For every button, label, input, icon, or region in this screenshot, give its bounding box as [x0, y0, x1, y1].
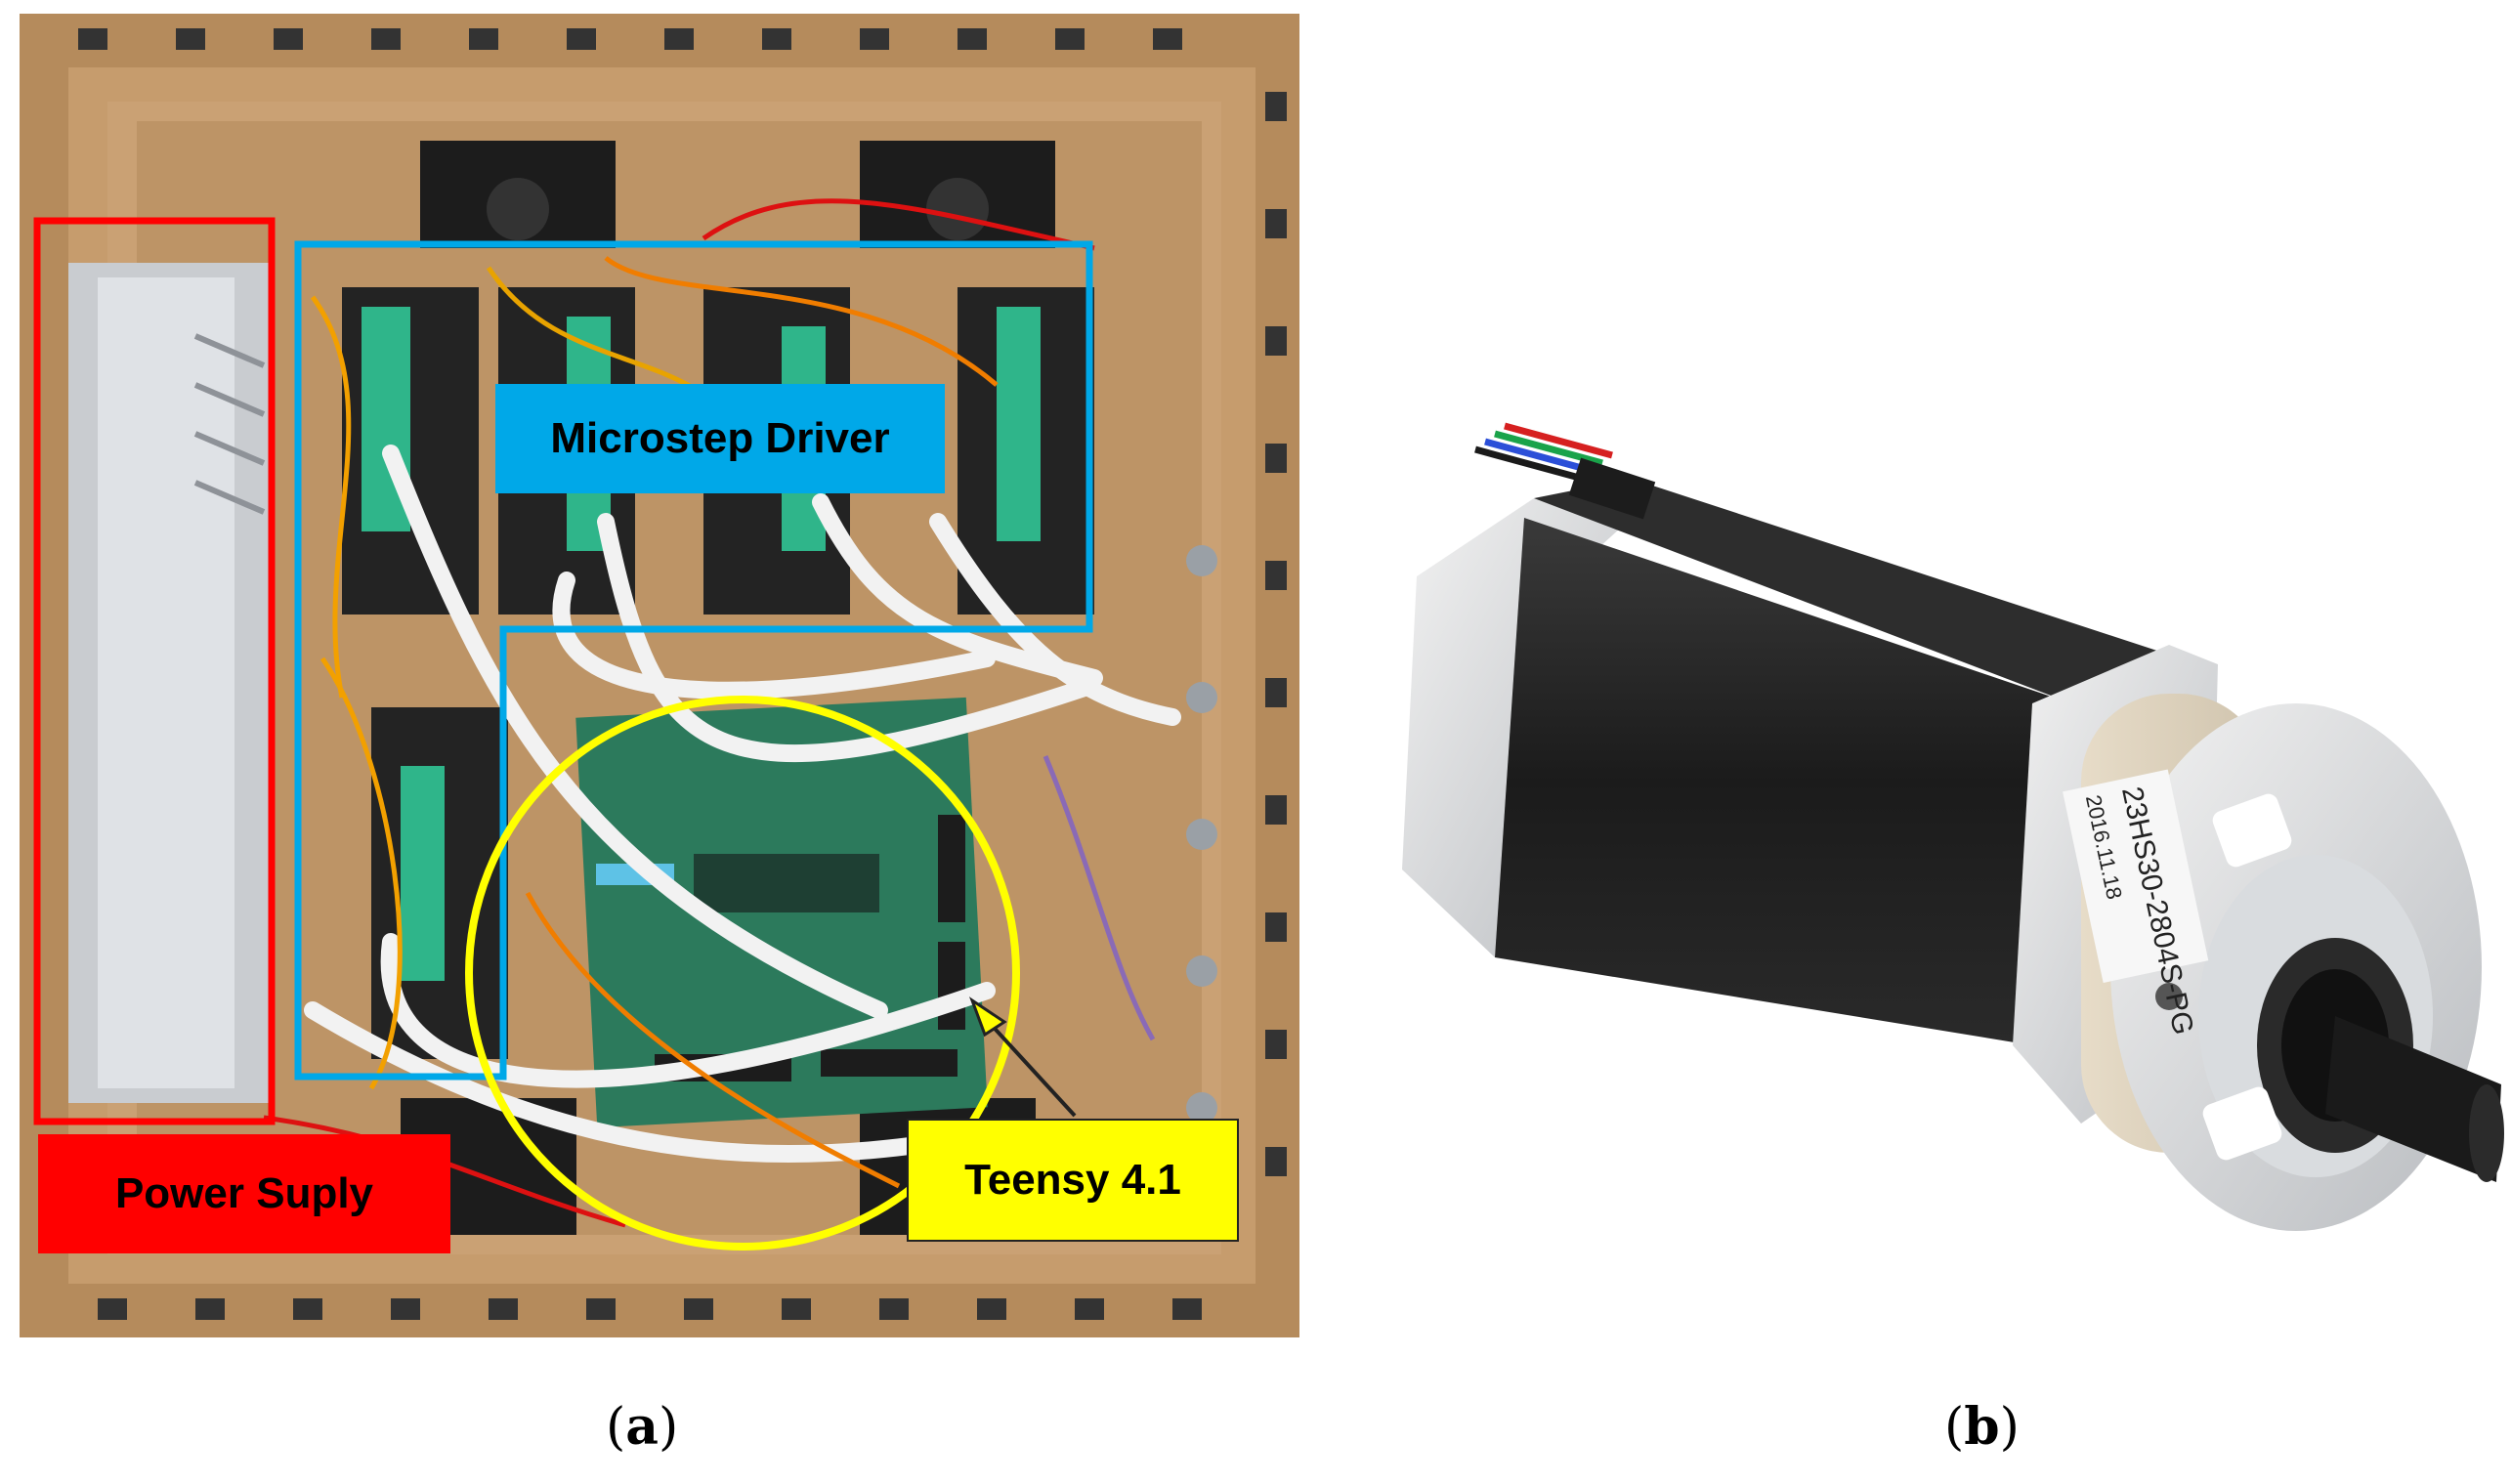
- electronics-box-illustration: [20, 14, 1299, 1337]
- electronics-box-photo: Power Suply Microstep Driver Teensy 4.1: [20, 14, 1299, 1337]
- caption-b-letter: b: [1964, 1397, 2000, 1457]
- caption-b: (b): [1944, 1397, 2020, 1457]
- teensy-label: Teensy 4.1: [907, 1119, 1239, 1242]
- caption-a: (a): [606, 1397, 679, 1457]
- stepper-motor-photo: 23HS30-2804S-PG 2016.11.18: [1309, 410, 2511, 1368]
- caption-a-letter: a: [625, 1397, 659, 1457]
- stepper-motor-illustration: 23HS30-2804S-PG 2016.11.18: [1402, 422, 2504, 1231]
- microstep-driver-label: Microstep Driver: [495, 384, 945, 493]
- power-supply-label: Power Suply: [38, 1134, 450, 1253]
